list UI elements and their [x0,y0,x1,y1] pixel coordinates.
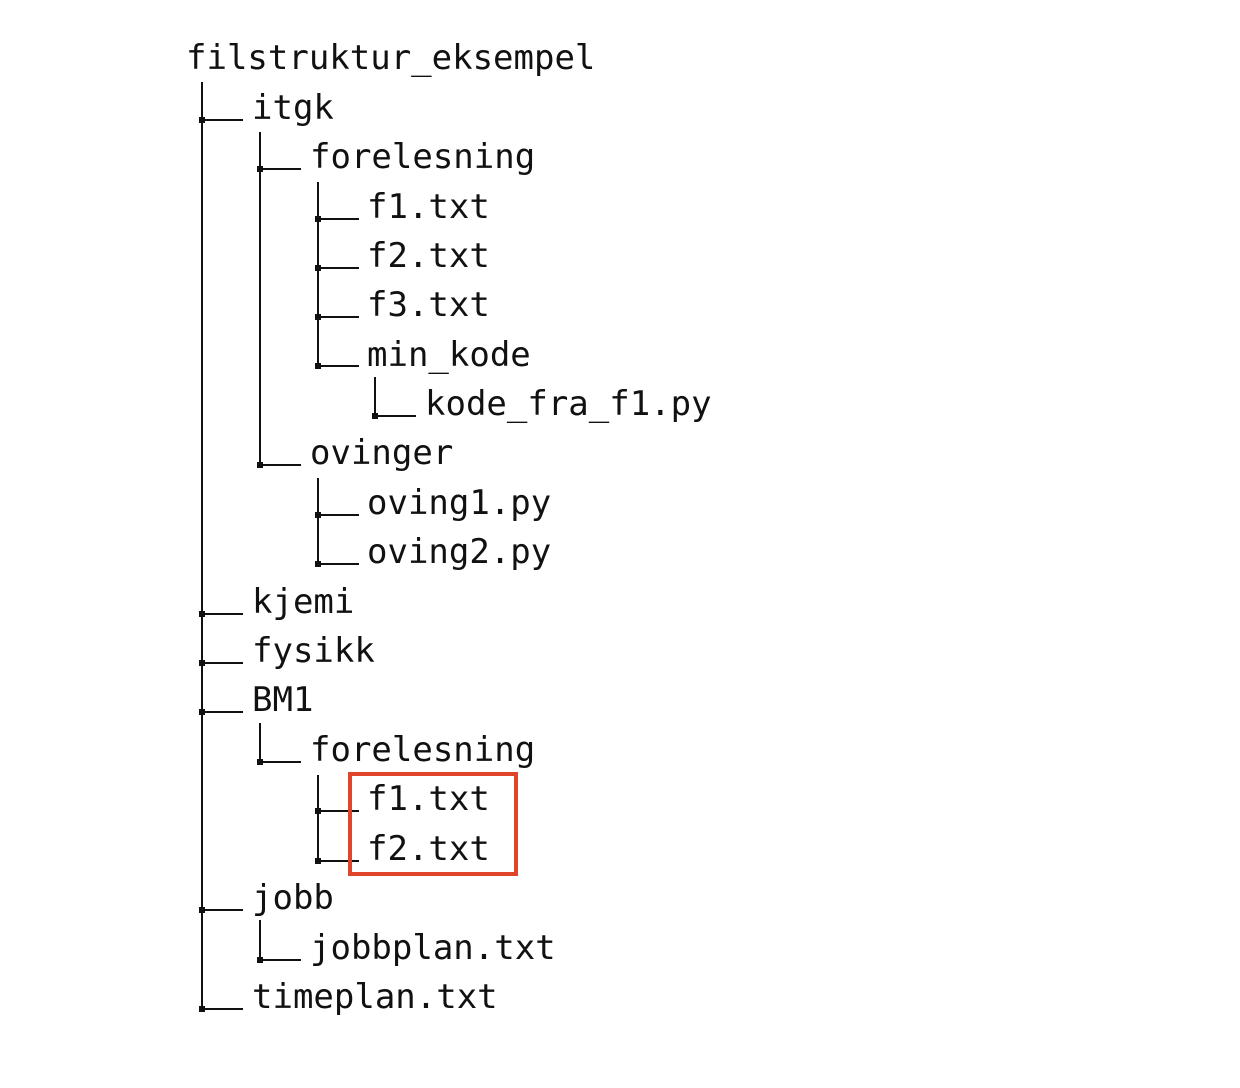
highlight-box [348,772,518,876]
junction-dot [372,413,378,419]
junction-dot [315,265,321,271]
junction-dot [199,660,205,666]
junction-dot [257,166,263,172]
file-itgk-f1: f1.txt [367,187,490,227]
junction-dot [257,759,263,765]
tree-connector-ovinger [317,478,319,566]
branch-jobbplan [259,959,301,961]
tree-connector-bm1 [259,723,261,763]
branch-bm1-forelesning [259,761,301,763]
folder-ovinger: ovinger [310,433,454,473]
branch-bm1-f2 [317,860,359,862]
junction-dot [315,314,321,320]
tree-connector-itgk-forelesning [317,182,319,367]
branch-timeplan [201,1008,243,1010]
tree-connector-root [201,82,203,1010]
tree-root-label: filstruktur_eksempel [186,38,596,78]
junction-dot [199,611,205,617]
branch-bm1 [201,711,243,713]
junction-dot [199,709,205,715]
tree-connector-min-kode [374,377,376,417]
file-bm1-f1: f1.txt [367,779,490,819]
junction-dot [199,117,205,123]
branch-itgk-forelesning [259,168,301,170]
folder-fysikk: fysikk [252,631,375,671]
folder-itgk: itgk [252,88,334,128]
file-oving2: oving2.py [367,532,552,572]
file-bm1-f2: f2.txt [367,829,490,869]
branch-itgk-f2 [317,267,359,269]
folder-jobb: jobb [252,878,334,918]
file-itgk-f2: f2.txt [367,236,490,276]
file-kode-fra-f1: kode_fra_f1.py [425,384,712,424]
junction-dot [199,907,205,913]
file-timeplan: timeplan.txt [252,977,498,1017]
branch-itgk [201,119,243,121]
branch-bm1-f1 [317,810,359,812]
junction-dot [315,858,321,864]
tree-connector-bm1-forelesning [317,775,319,863]
junction-dot [315,808,321,814]
folder-kjemi: kjemi [252,582,355,622]
junction-dot [315,512,321,518]
tree-connector-itgk [259,132,261,466]
folder-bm1: BM1 [252,680,314,720]
junction-dot [315,216,321,222]
file-itgk-f3: f3.txt [367,285,490,325]
branch-fysikk [201,662,243,664]
junction-dot [315,561,321,567]
branch-itgk-f3 [317,316,359,318]
junction-dot [257,957,263,963]
branch-kjemi [201,613,243,615]
branch-kode-fra-f1 [374,415,416,417]
junction-dot [257,462,263,468]
tree-connector-jobb [259,920,261,962]
branch-itgk-f1 [317,218,359,220]
branch-jobb [201,909,243,911]
file-jobbplan: jobbplan.txt [310,928,556,968]
folder-bm1-forelesning: forelesning [310,730,536,770]
file-oving1: oving1.py [367,483,552,523]
junction-dot [199,1006,205,1012]
branch-min-kode [317,365,359,367]
branch-oving1 [317,514,359,516]
branch-ovinger [259,464,301,466]
folder-min-kode: min_kode [367,335,531,375]
folder-itgk-forelesning: forelesning [310,137,536,177]
branch-oving2 [317,563,359,565]
junction-dot [315,363,321,369]
